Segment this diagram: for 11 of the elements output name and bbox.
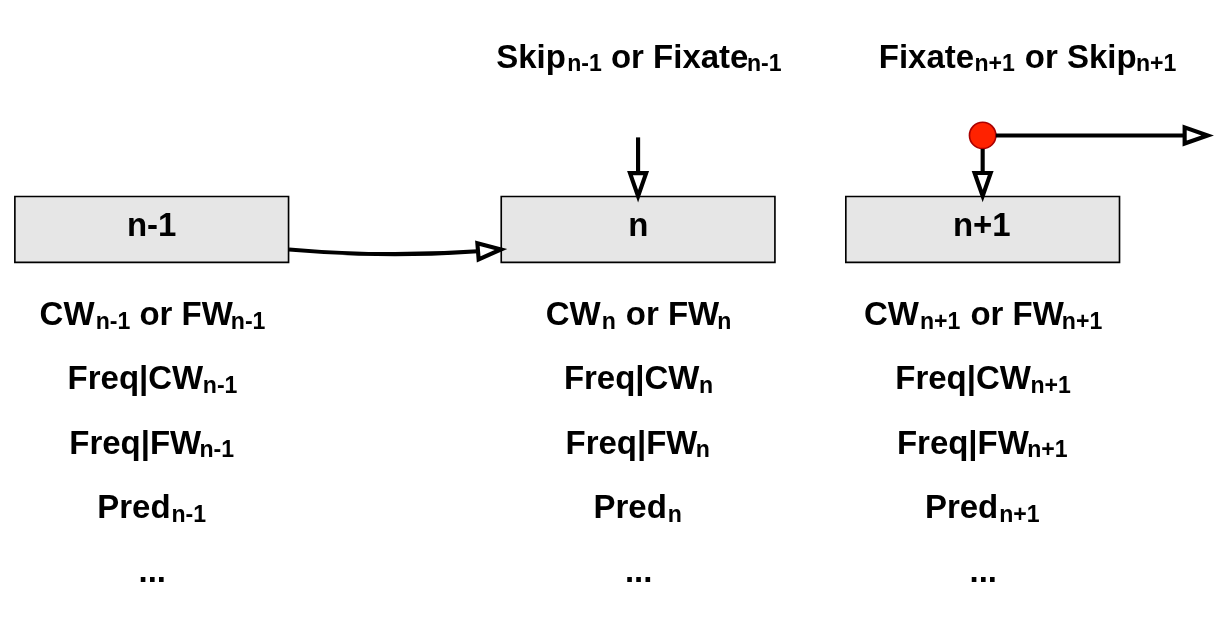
node-label: ... — [624, 551, 653, 589]
arrow — [627, 136, 650, 202]
node-label: ... — [138, 551, 166, 589]
node-label: ... — [969, 551, 997, 589]
node-box: n-1 — [14, 195, 290, 263]
arrow — [288, 240, 508, 262]
node-circle — [968, 120, 997, 149]
arrow — [971, 148, 994, 202]
node-box: n+1 — [845, 195, 1121, 263]
arrow — [995, 124, 1214, 146]
node-box: n — [500, 195, 776, 263]
